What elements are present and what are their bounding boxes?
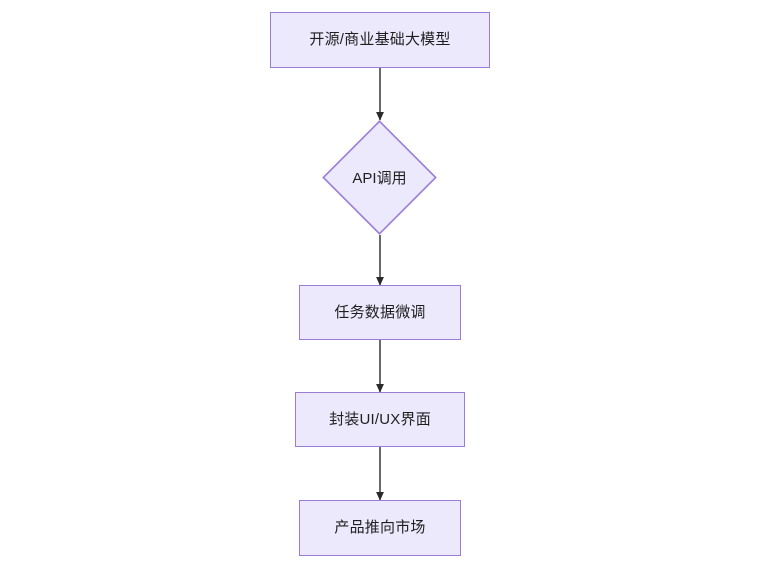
node-api-call[interactable]: API调用	[322, 120, 437, 235]
node-api-call-label: API调用	[352, 170, 407, 187]
diamond-shape	[322, 120, 437, 235]
node-base-model[interactable]: 开源/商业基础大模型	[270, 12, 490, 68]
node-finetune-label: 任务数据微调	[334, 303, 426, 321]
node-ui-wrap[interactable]: 封装UI/UX界面	[295, 392, 465, 447]
node-finetune[interactable]: 任务数据微调	[299, 285, 461, 340]
node-base-model-label: 开源/商业基础大模型	[309, 31, 451, 48]
node-ui-wrap-label: 封装UI/UX界面	[329, 410, 431, 428]
node-go-to-market[interactable]: 产品推向市场	[299, 500, 461, 556]
node-go-to-market-label: 产品推向市场	[334, 519, 426, 536]
